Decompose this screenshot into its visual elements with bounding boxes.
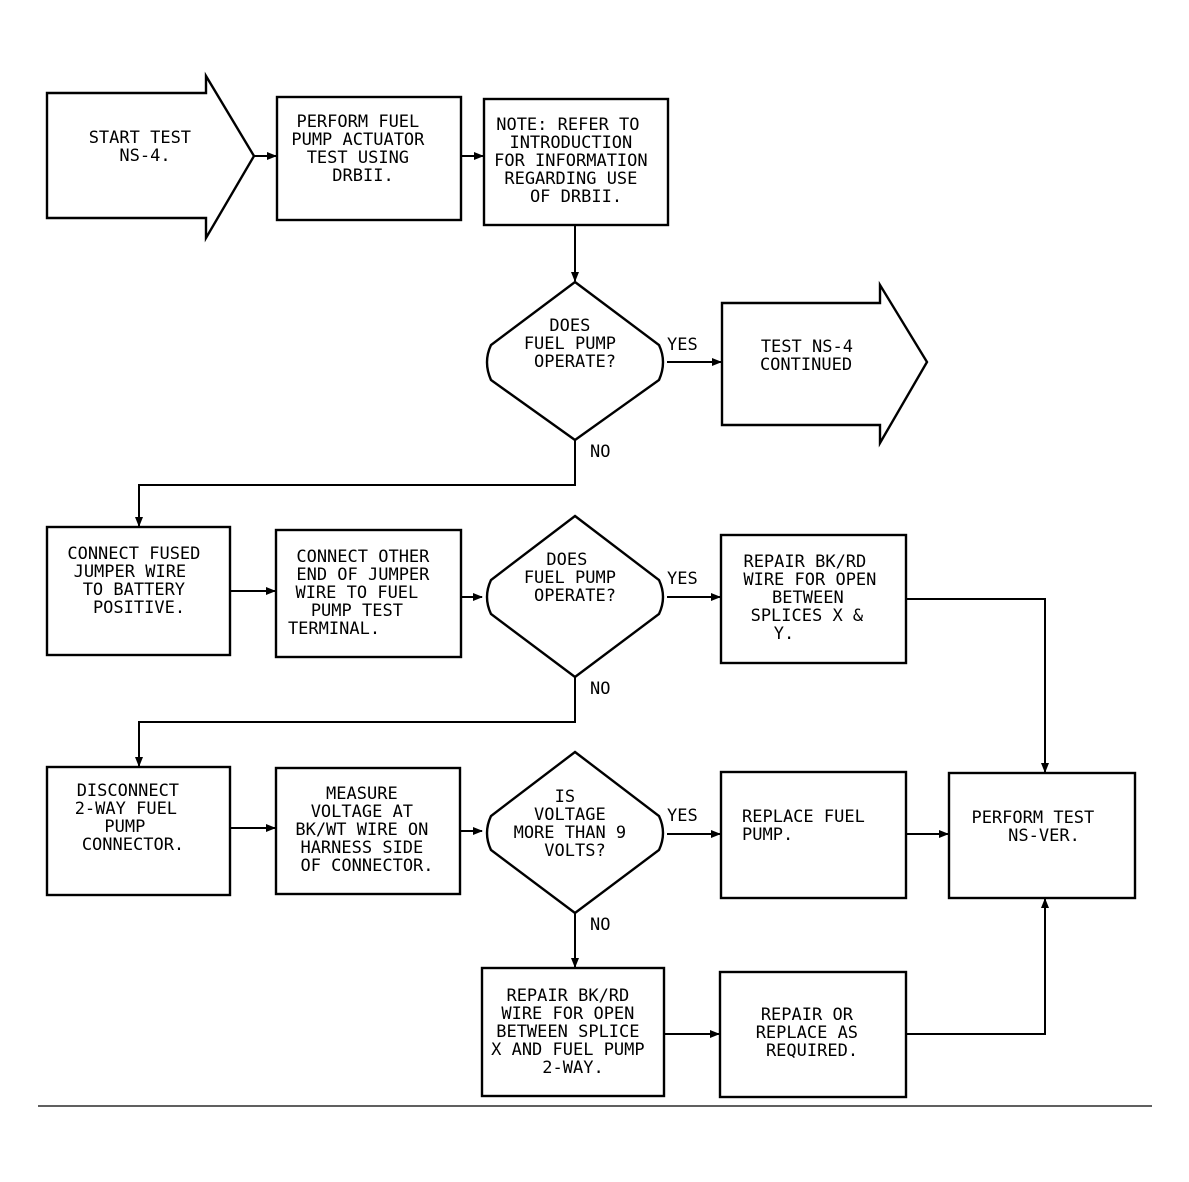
connect-other-end-box: CONNECT OTHER END OF JUMPER WIRE TO FUEL… — [274, 528, 463, 659]
branch-labels: YES NO YES NO YES NO — [590, 335, 698, 935]
svg-text:DOES FUEL PUMP OPE: DOES FUEL PUMP OPERATE? — [524, 550, 626, 606]
svg-text:REPAIR OR REPLACE AS: REPAIR OR REPLACE AS REQUIRED. — [756, 1005, 869, 1061]
svg-text:IS VOLTAGE MORE TH: IS VOLTAGE MORE THAN 9 VOLTS? — [514, 787, 637, 861]
repair-bkrd-splices-xy-box: REPAIR BK/RD WIRE FOR OPEN BETWEEN SPLIC… — [719, 533, 908, 665]
svg-text:NOTE: REFER TO INTRODUCT: NOTE: REFER TO INTRODUCTION FOR INFORMAT… — [494, 115, 658, 207]
svg-text:START TEST NS-4.: START TEST NS-4. — [89, 128, 202, 166]
decision-fuel-pump-operate-2: DOES FUEL PUMP OPERATE? — [485, 514, 665, 679]
decision2-no-label: NO — [590, 679, 610, 699]
svg-text:MEASURE VOLTAGE AT: MEASURE VOLTAGE AT BK/WT WIRE ON HARNESS… — [295, 784, 438, 876]
svg-text:DISCONNECT 2-WAY FUEL: DISCONNECT 2-WAY FUEL PUMP CONNECTOR. — [75, 781, 190, 855]
svg-text:PERFORM TEST NS-VER.: PERFORM TEST NS-VER. — [971, 808, 1104, 846]
svg-text:TEST NS-4 CONTINUED: TEST NS-4 CONTINUED — [760, 337, 863, 375]
replace-fuel-pump-box: REPLACE FUEL PUMP. — [719, 770, 908, 900]
repair-bkrd-splice-x-box: REPAIR BK/RD WIRE FOR OPEN BETWEEN SPLIC… — [480, 966, 666, 1098]
note-box: NOTE: REFER TO INTRODUCTION FOR INFORMAT… — [482, 97, 670, 227]
repair-or-replace-box: REPAIR OR REPLACE AS REQUIRED. — [718, 970, 908, 1099]
arrow-repair-replace-to-ver — [906, 898, 1049, 1035]
decision1-yes-label: YES — [667, 335, 698, 355]
decision2-yes-label: YES — [667, 569, 698, 589]
svg-text:PERFORM FUEL PUMP ACTUAT: PERFORM FUEL PUMP ACTUATOR TEST USING DR… — [291, 112, 434, 186]
arrow-repair-xy-to-ver — [906, 598, 1049, 773]
decision-voltage-more-than-9: IS VOLTAGE MORE THAN 9 VOLTS? — [485, 750, 665, 915]
svg-text:REPAIR BK/RD WIRE FOR OP: REPAIR BK/RD WIRE FOR OPEN BETWEEN SPLIC… — [491, 986, 655, 1078]
svg-text:REPAIR BK/RD WIRE FOR OP: REPAIR BK/RD WIRE FOR OPEN BETWEEN SPLIC… — [743, 552, 886, 644]
measure-voltage-box: MEASURE VOLTAGE AT BK/WT WIRE ON HARNESS… — [274, 766, 462, 896]
arrow-decision2-no — [135, 677, 576, 767]
decision3-yes-label: YES — [667, 806, 698, 826]
decision3-no-label: NO — [590, 915, 610, 935]
start-node: START TEST NS-4. — [45, 71, 256, 243]
perform-actuator-test-box: PERFORM FUEL PUMP ACTUATOR TEST USING DR… — [275, 95, 463, 222]
svg-text:CONNECT FUSED JUMPER WIR: CONNECT FUSED JUMPER WIRE TO BATTERY POS… — [67, 544, 210, 618]
decision1-no-label: NO — [590, 442, 610, 462]
svg-text:REPLACE FUEL PUMP.: REPLACE FUEL PUMP. — [742, 807, 875, 845]
connect-fused-jumper-box: CONNECT FUSED JUMPER WIRE TO BATTERY POS… — [45, 525, 232, 657]
arrow-decision1-no — [135, 440, 576, 527]
connectors — [135, 152, 1049, 1038]
decision-fuel-pump-operate-1: DOES FUEL PUMP OPERATE? — [485, 280, 665, 442]
disconnect-connector-box: DISCONNECT 2-WAY FUEL PUMP CONNECTOR. — [45, 765, 232, 897]
test-continued-node: TEST NS-4 CONTINUED — [720, 280, 929, 448]
svg-text:CONNECT OTHER END OF JUM: CONNECT OTHER END OF JUMPER WIRE TO FUEL… — [288, 547, 440, 639]
perform-test-ns-ver-box: PERFORM TEST NS-VER. — [947, 771, 1137, 900]
svg-text:DOES FUEL PUMP OPE: DOES FUEL PUMP OPERATE? — [524, 316, 626, 372]
